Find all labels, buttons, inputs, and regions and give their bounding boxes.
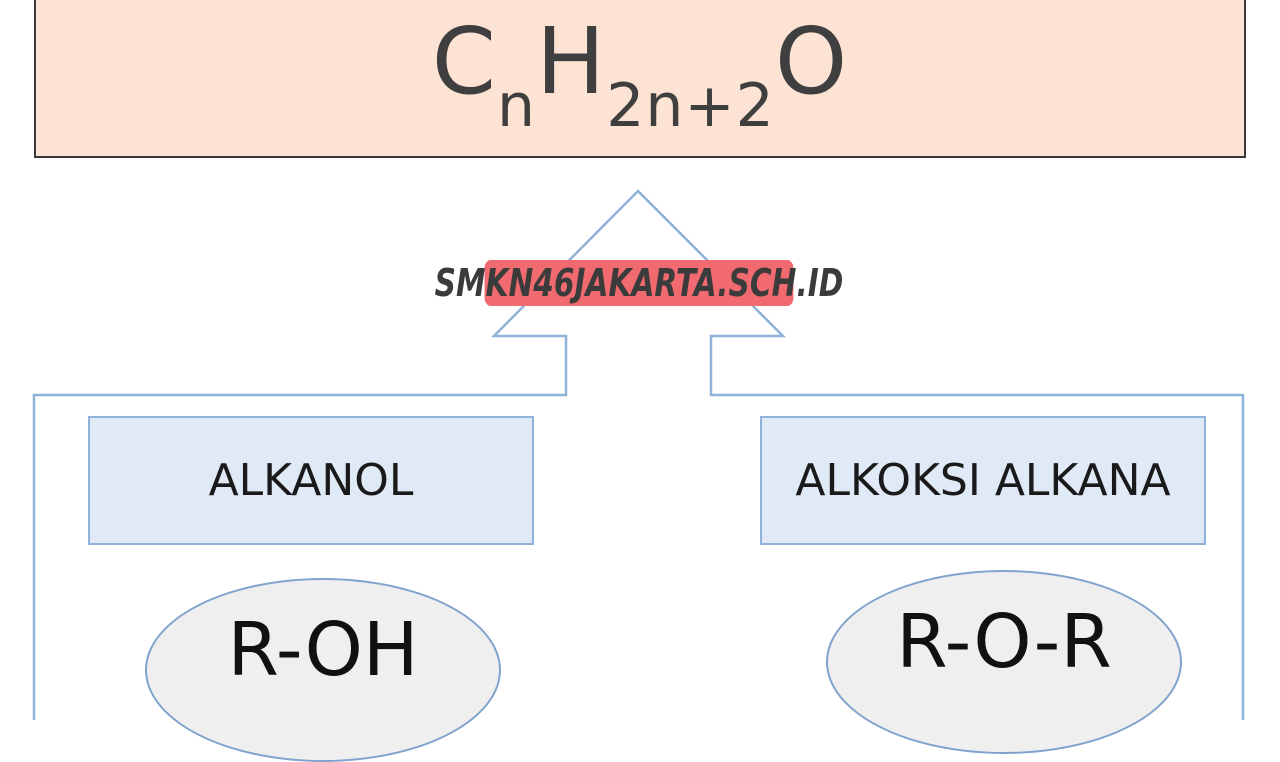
formula-oxygen: O — [774, 8, 849, 115]
alkanol-label: ALKANOL — [208, 455, 414, 506]
alkoksi-alkana-structure: R-O-R — [896, 599, 1112, 685]
general-formula: CnH2n+2O — [432, 16, 849, 137]
alkoksi-alkana-label-box: ALKOKSI ALKANA — [760, 416, 1206, 545]
formula-carbon: C — [431, 8, 497, 115]
alkoksi-alkana-structure-ellipse: R-O-R — [826, 570, 1182, 754]
alkoksi-alkana-label: ALKOKSI ALKANA — [795, 455, 1171, 506]
watermark-text: SMKN46JAKARTA.SCH.ID — [434, 261, 844, 305]
formula-box: CnH2n+2O — [34, 0, 1246, 158]
formula-hydrogen: H — [536, 8, 607, 115]
alkanol-structure: R-OH — [227, 607, 419, 693]
formula-hydrogen-subscript: 2n+2 — [606, 71, 775, 141]
formula-carbon-subscript: n — [496, 71, 536, 141]
alkanol-label-box: ALKANOL — [88, 416, 534, 545]
diagram-connectors — [32, 189, 1245, 720]
container-arrow-outline — [32, 189, 1245, 720]
alkanol-structure-ellipse: R-OH — [145, 578, 501, 762]
watermark: SMKN46JAKARTA.SCH.ID — [435, 260, 843, 306]
